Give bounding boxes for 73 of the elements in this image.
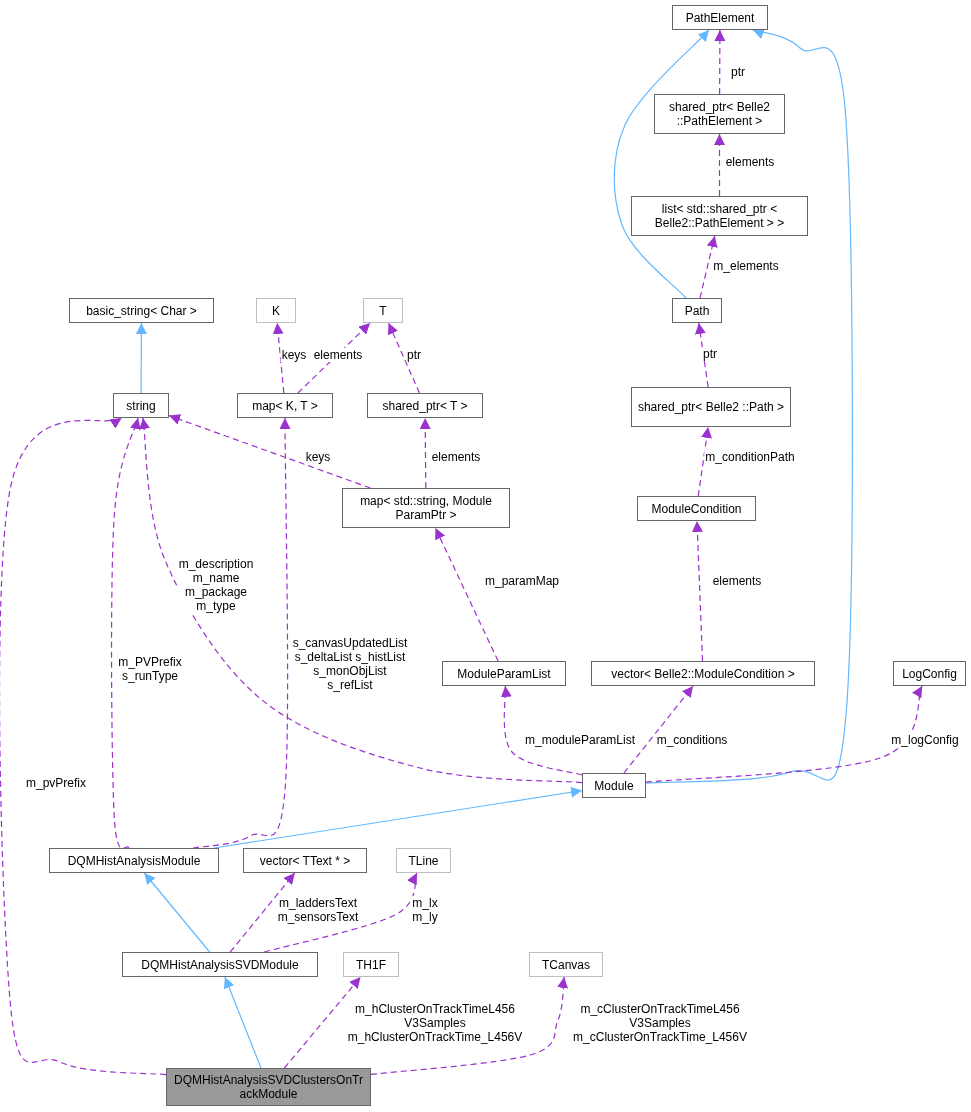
edge-label: m_lx m_ly xyxy=(411,896,439,924)
class-box: list< std::shared_ptr < Belle2::PathElement > > xyxy=(631,196,808,236)
arrow xyxy=(138,417,583,784)
arrow xyxy=(110,417,141,850)
arrow xyxy=(645,685,924,783)
arrow xyxy=(272,322,285,394)
class-box: shared_ptr< T > xyxy=(367,393,483,418)
edge-label: elements xyxy=(711,574,763,588)
edge-label: m_paramMap xyxy=(484,574,560,588)
arrow xyxy=(699,235,718,299)
class-box: vector< Belle2::ModuleCondition > xyxy=(591,661,815,686)
class-box: map< K, T > xyxy=(237,393,333,418)
edge-label: ptr xyxy=(406,348,422,362)
arrow xyxy=(387,322,421,394)
arrow xyxy=(613,29,710,299)
class-box: LogConfig xyxy=(893,661,966,686)
edge-label: keys xyxy=(304,450,332,464)
class-box: shared_ptr< Belle2 ::Path > xyxy=(631,387,791,427)
edge-label: m_elements xyxy=(712,259,780,273)
arrow xyxy=(623,685,694,774)
edge-label: m_conditions xyxy=(655,733,729,747)
arrow xyxy=(370,976,569,1076)
class-box: DQMHistAnalysisSVDModule xyxy=(122,952,318,977)
arrow xyxy=(434,527,499,662)
class-box: map< std::string, Module ParamPtr > xyxy=(342,488,510,528)
edge-label: s_canvasUpdatedList s_deltaList s_histList s_monObjList s_refList xyxy=(291,636,409,692)
arrow xyxy=(694,322,709,388)
arrow xyxy=(714,133,725,197)
edge-label: elements xyxy=(430,450,482,464)
class-box: TCanvas xyxy=(529,952,603,977)
class-box: ModuleCondition xyxy=(637,496,756,521)
class-box: basic_string< Char > xyxy=(69,298,214,323)
edge-label: elements xyxy=(724,155,776,169)
edge-label: m_laddersText m_sensorsText xyxy=(276,896,360,924)
arrow xyxy=(297,322,371,394)
arrow xyxy=(263,872,419,953)
class-box: K xyxy=(256,298,296,323)
edge-label: m_PVPrefix s_runType xyxy=(117,655,183,683)
arrow xyxy=(229,872,296,953)
edge-label: m_logConfig xyxy=(890,733,960,747)
arrow xyxy=(168,414,371,489)
class-box: vector< TText * > xyxy=(243,848,367,873)
class-box: TH1F xyxy=(343,952,399,977)
class-box: DQMHistAnalysisModule xyxy=(49,848,219,873)
arrow xyxy=(143,872,211,953)
arrow xyxy=(500,685,583,776)
arrow xyxy=(714,29,726,95)
arrow xyxy=(691,520,704,662)
class-box: TLine xyxy=(396,848,451,873)
class-box: ModuleParamList xyxy=(442,661,566,686)
class-box: Module xyxy=(582,773,646,798)
arrow xyxy=(0,416,167,1076)
arrow xyxy=(697,426,713,497)
arrow xyxy=(135,322,147,394)
edge-label: m_cClusterOnTrackTimeL456 V3Samples m_cClusterOnTrackTime_L456V xyxy=(572,1002,748,1044)
class-box: string xyxy=(113,393,169,418)
edge-label: m_description m_name m_package m_type xyxy=(177,557,255,613)
edge-label: keys xyxy=(280,348,308,362)
arrow xyxy=(283,976,362,1069)
edge-label: ptr xyxy=(702,347,718,361)
edge-label: m_conditionPath xyxy=(704,450,796,464)
class-box: DQMHistAnalysisSVDClustersOnTrackModule xyxy=(166,1068,371,1106)
edge-label: m_hClusterOnTrackTimeL456 V3Samples m_hClusterOnTrackTime_L456V xyxy=(346,1002,524,1044)
edge-label: elements xyxy=(312,348,364,362)
class-box: PathElement xyxy=(672,5,768,30)
edge-label: m_moduleParamList xyxy=(524,733,636,747)
arrow xyxy=(223,976,262,1069)
arrow xyxy=(419,417,431,489)
class-box: Path xyxy=(672,298,722,323)
edge-label: m_pvPrefix xyxy=(25,776,87,790)
class-box: T xyxy=(363,298,403,323)
edge-label: ptr xyxy=(730,65,746,79)
class-box: shared_ptr< Belle2 ::PathElement > xyxy=(654,94,785,134)
